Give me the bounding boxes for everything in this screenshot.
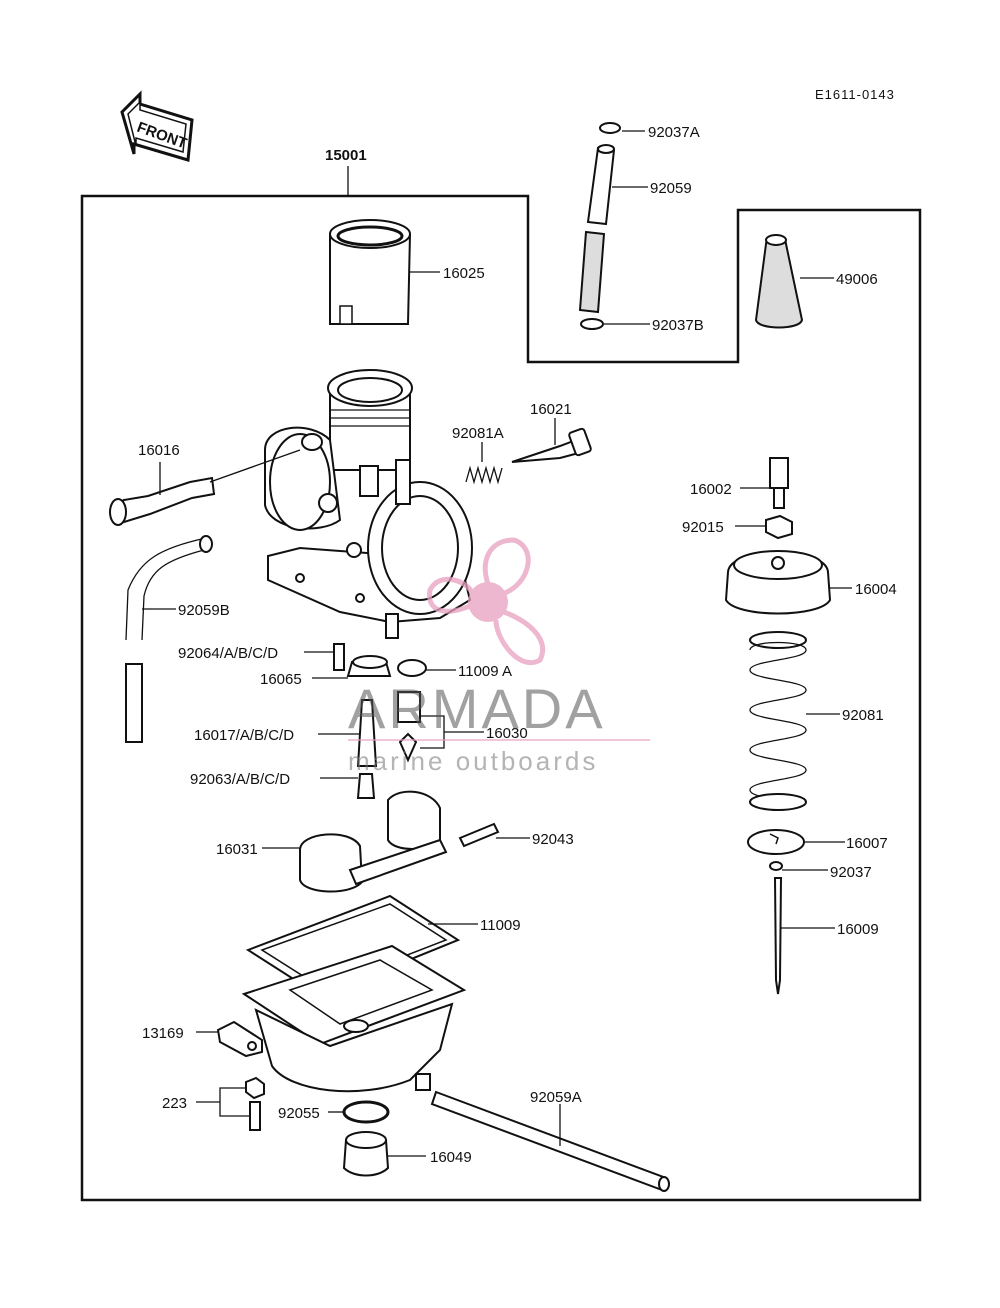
watermark-tagline: marine outboards [348, 746, 598, 776]
label-49006: 49006 [836, 271, 878, 288]
label-16016: 16016 [138, 442, 180, 459]
part-16016-plunger: 16016 [109, 442, 301, 526]
label-16030: 16030 [486, 725, 528, 742]
part-92037a: 92037A [599, 122, 700, 141]
label-92059a: 92059A [530, 1089, 582, 1106]
part-16021-screw: 16021 [511, 401, 592, 463]
label-92037: 92037 [830, 864, 872, 881]
part-92055-o-ring: 92055 [278, 1100, 390, 1124]
label-16065: 16065 [260, 671, 302, 688]
part-16017-needle-jet: 16017/A/B/C/D [194, 699, 378, 767]
part-92064-pilot-jet: 92064/A/B/C/D [178, 643, 345, 671]
part-92081-spring: 92081 [749, 631, 884, 811]
label-92059: 92059 [650, 180, 692, 197]
part-92059-tube: 92059 [578, 144, 692, 314]
part-223-screws: 223 [162, 1076, 265, 1131]
part-16002-adjuster: 16002 [690, 457, 789, 509]
label-16017: 16017/A/B/C/D [194, 727, 294, 744]
part-16031-float: 16031 [216, 790, 448, 893]
label-92055: 92055 [278, 1105, 320, 1122]
part-16049-drain-plug: 16049 [342, 1131, 472, 1177]
part-92081a-spring: 92081A [452, 425, 504, 485]
part-92059b-hose: 92059B [125, 535, 230, 743]
label-11009: 11009 [480, 917, 521, 934]
label-92064: 92064/A/B/C/D [178, 645, 278, 662]
label-92063: 92063/A/B/C/D [190, 771, 290, 788]
label-16002: 16002 [690, 481, 732, 498]
part-92059a-hose: 92059A [430, 1089, 670, 1192]
label-16025: 16025 [443, 265, 485, 282]
label-223: 223 [162, 1095, 187, 1112]
label-92043: 92043 [532, 831, 574, 848]
propeller-logo-icon [427, 537, 545, 665]
part-11009a-gasket: 11009 A [397, 659, 512, 680]
label-92037a: 92037A [648, 124, 700, 141]
label-92081: 92081 [842, 707, 884, 724]
label-11009a: 11009 A [458, 663, 512, 680]
part-16007-plate: 16007 [747, 829, 888, 855]
assembly-label: 15001 [325, 147, 367, 164]
label-16021: 16021 [530, 401, 572, 418]
part-carburetor-body [264, 369, 473, 639]
watermark-brand: ARMADA [348, 677, 606, 740]
part-92043-pin: 92043 [458, 822, 574, 848]
label-16004: 16004 [855, 581, 897, 598]
diagram-code: E1611-0143 [815, 87, 895, 102]
part-92063-main-jet: 92063/A/B/C/D [190, 771, 376, 799]
part-92037b: 92037B [580, 317, 704, 334]
part-16065-holder: 16065 [260, 655, 392, 688]
label-92015: 92015 [682, 519, 724, 536]
part-float-bowl [241, 944, 467, 1093]
label-16007: 16007 [846, 835, 888, 852]
front-arrow-icon: FRONT [120, 90, 194, 162]
part-92015-nut: 92015 [682, 514, 793, 540]
label-92037b: 92037B [652, 317, 704, 334]
label-16049: 16049 [430, 1149, 472, 1166]
watermark: ARMADA marine outboards [348, 537, 650, 776]
part-16025-throttle-slide: 16025 [329, 219, 485, 325]
part-92037-clip: 92037 [769, 861, 872, 881]
assembly-frame [80, 194, 922, 1202]
part-13169-bracket: 13169 [142, 1020, 263, 1058]
label-13169: 13169 [142, 1025, 184, 1042]
part-16009-jet-needle: 16009 [773, 877, 879, 995]
label-92081a: 92081A [452, 425, 504, 442]
part-16004-top-cap: 16004 [724, 550, 897, 615]
label-16009: 16009 [837, 921, 879, 938]
label-92059b: 92059B [178, 602, 230, 619]
part-49006-rubber-cap: 49006 [754, 234, 878, 329]
label-16031: 16031 [216, 841, 258, 858]
